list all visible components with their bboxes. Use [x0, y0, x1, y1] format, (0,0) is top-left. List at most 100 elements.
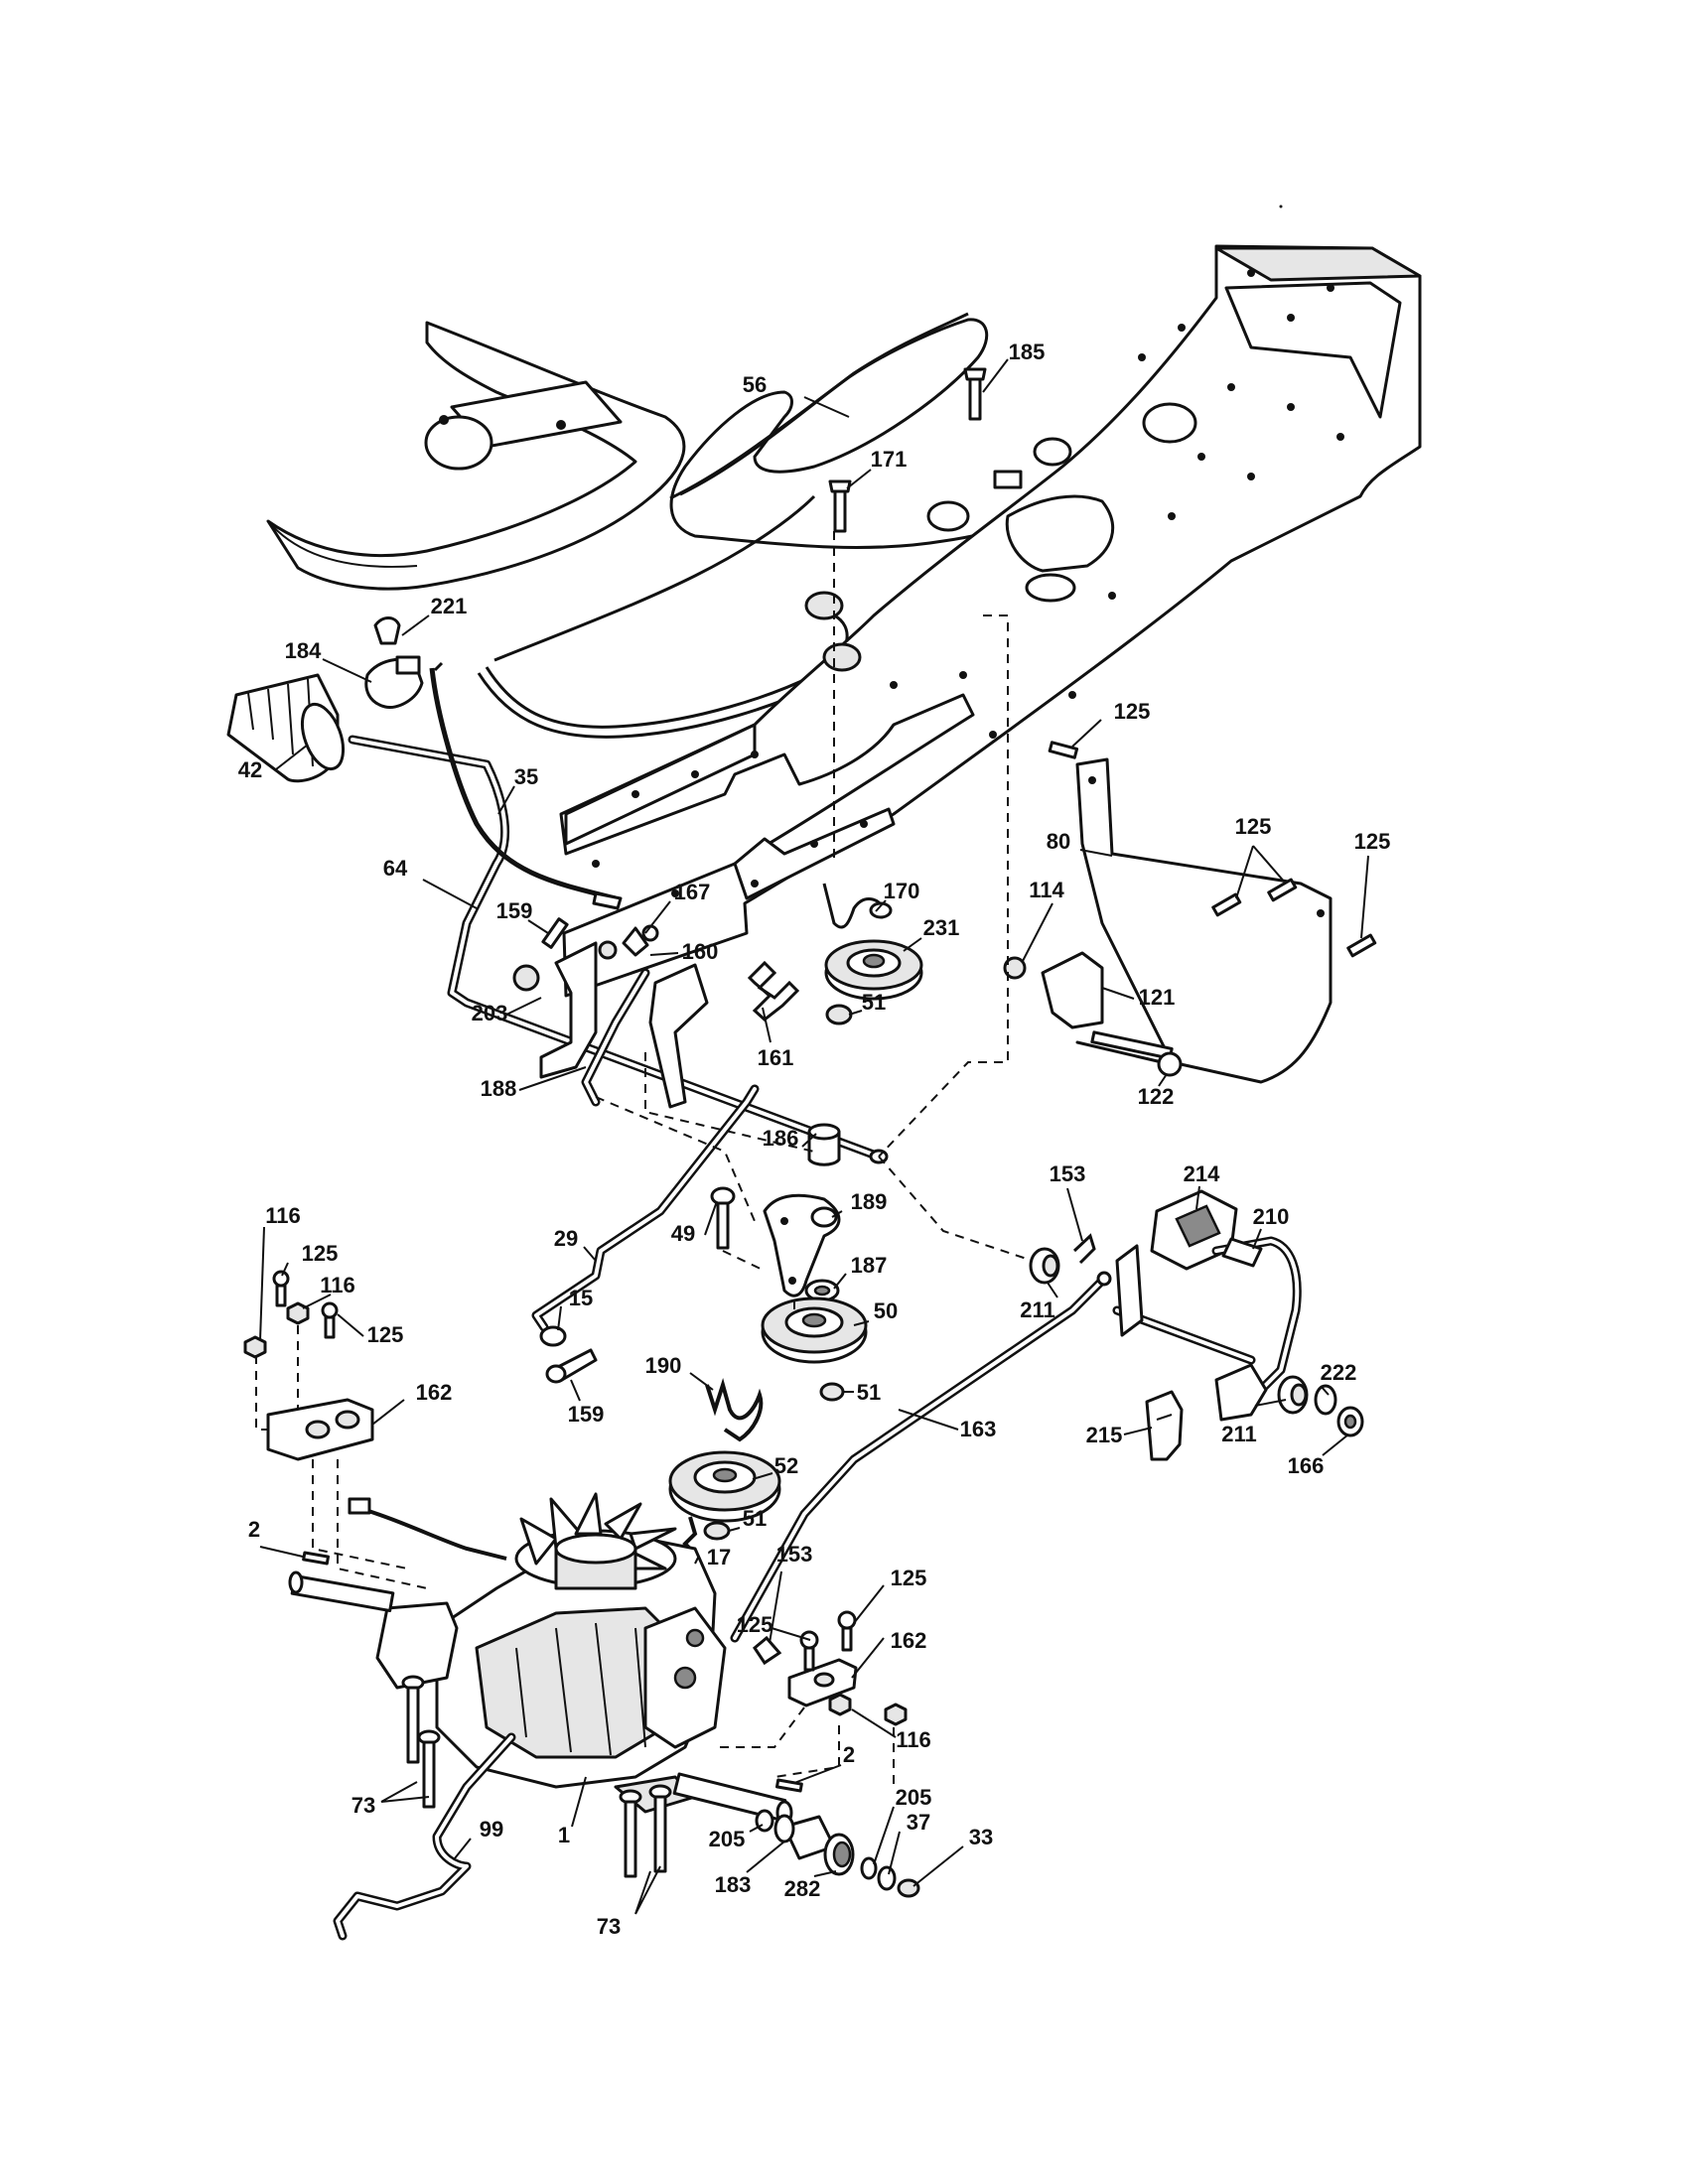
- callout-35: 35: [514, 764, 538, 789]
- rod-188: [581, 968, 650, 1107]
- callout-51: 51: [862, 990, 886, 1015]
- rod-29: [531, 1084, 760, 1332]
- callout-188: 188: [481, 1076, 517, 1101]
- callout-125: 125: [1114, 699, 1151, 724]
- bushing-211b: [1277, 1375, 1309, 1415]
- axle-right: [672, 1772, 793, 1826]
- washer-15: [539, 1325, 567, 1347]
- pedal-shaft-210: [1112, 1236, 1302, 1422]
- main-frame: [559, 244, 1422, 998]
- callout-161: 161: [758, 1045, 794, 1070]
- callout-183: 183: [715, 1872, 752, 1897]
- callout-116: 116: [896, 1727, 931, 1752]
- bolt-49: [710, 1186, 736, 1250]
- bracket-162a: [266, 1398, 374, 1461]
- callout-159: 159: [568, 1402, 605, 1427]
- callout-214: 214: [1184, 1161, 1220, 1186]
- cable-35: [429, 661, 623, 910]
- spacer-183: [773, 1814, 836, 1860]
- callout-125: 125: [1354, 829, 1391, 854]
- callout-163: 163: [960, 1417, 997, 1441]
- pulley-50: [761, 1297, 868, 1364]
- callout-167: 167: [674, 880, 711, 904]
- callout-52: 52: [774, 1453, 798, 1478]
- callout-125: 125: [891, 1566, 927, 1590]
- callout-211: 211: [1020, 1297, 1055, 1322]
- callout-186: 186: [763, 1126, 799, 1151]
- callout-122: 122: [1138, 1084, 1175, 1109]
- callout-184: 184: [285, 638, 322, 663]
- clip-221: [373, 616, 401, 645]
- key-2b: [774, 1778, 803, 1793]
- callout-labels: 56 185 171 221 184 42 35 64 159 167 160 …: [238, 340, 1391, 1939]
- bracket-162b: [787, 1658, 858, 1707]
- spring-161: [747, 960, 800, 1022]
- bushing-186: [807, 1123, 841, 1166]
- bracket-121: [1003, 951, 1183, 1077]
- callout-282: 282: [784, 1876, 821, 1901]
- lever-knob-184: [364, 655, 424, 710]
- callout-2: 2: [843, 1742, 855, 1767]
- bypass-rod-99: [333, 1732, 516, 1941]
- callout-160: 160: [682, 939, 719, 964]
- callout-215: 215: [1086, 1423, 1123, 1447]
- callout-190: 190: [645, 1353, 682, 1378]
- idler-pulley-231: [824, 939, 923, 1001]
- small-parts-159-160-167: [541, 917, 659, 960]
- callout-37: 37: [907, 1810, 930, 1835]
- hardware-116-125-right: [799, 1610, 908, 1726]
- nut-51c: [703, 1521, 731, 1541]
- speck: [1279, 205, 1283, 208]
- callout-159: 159: [496, 898, 533, 923]
- nut-33: [897, 1878, 920, 1898]
- callout-116: 116: [265, 1203, 301, 1228]
- callout-73: 73: [351, 1793, 375, 1818]
- callout-49: 49: [671, 1221, 695, 1246]
- callout-56: 56: [743, 372, 767, 397]
- axle-left: [288, 1570, 395, 1613]
- spring-170: [822, 883, 893, 929]
- callout-125: 125: [302, 1241, 339, 1266]
- bolt-185: [963, 367, 987, 421]
- rod-163: [730, 1271, 1112, 1643]
- callout-162: 162: [891, 1628, 927, 1653]
- pedal-guard: [1075, 757, 1333, 1084]
- callout-205: 205: [896, 1785, 932, 1810]
- clip-153a: [1072, 1233, 1096, 1265]
- callout-125: 125: [1235, 814, 1272, 839]
- guard-bolts: [1048, 741, 1377, 958]
- callout-51: 51: [857, 1380, 881, 1405]
- callout-99: 99: [480, 1817, 503, 1842]
- washer-166: [1336, 1406, 1364, 1437]
- bracket-203: [512, 941, 598, 1079]
- frame-holes: [592, 269, 1344, 897]
- callout-153: 153: [1050, 1161, 1086, 1186]
- washer-37: [877, 1865, 897, 1891]
- callout-15: 15: [569, 1286, 593, 1310]
- callout-171: 171: [871, 447, 908, 472]
- pad-215: [1145, 1390, 1184, 1461]
- callout-2: 2: [248, 1517, 260, 1542]
- bushing-211a: [1029, 1247, 1060, 1285]
- nut-51b: [819, 1382, 845, 1402]
- callout-114: 114: [1029, 878, 1064, 902]
- bolt-171: [828, 479, 852, 533]
- callout-125: 125: [737, 1612, 773, 1637]
- key-2a: [302, 1551, 331, 1566]
- callout-51: 51: [743, 1506, 767, 1531]
- callout-153: 153: [776, 1542, 813, 1567]
- dashed-assembly-lines: [255, 531, 1034, 1787]
- callout-231: 231: [923, 915, 960, 940]
- pin-159: [545, 1348, 598, 1384]
- callout-42: 42: [238, 757, 262, 782]
- bracket-pedal-plate: [648, 963, 709, 1109]
- shift-knob-42: [226, 673, 346, 783]
- callout-1: 1: [558, 1823, 570, 1847]
- leader-lines: [259, 358, 1369, 1915]
- callout-17: 17: [707, 1545, 731, 1570]
- nut-51a: [825, 1004, 853, 1025]
- pulley-52: [668, 1450, 781, 1523]
- callout-80: 80: [1047, 829, 1070, 854]
